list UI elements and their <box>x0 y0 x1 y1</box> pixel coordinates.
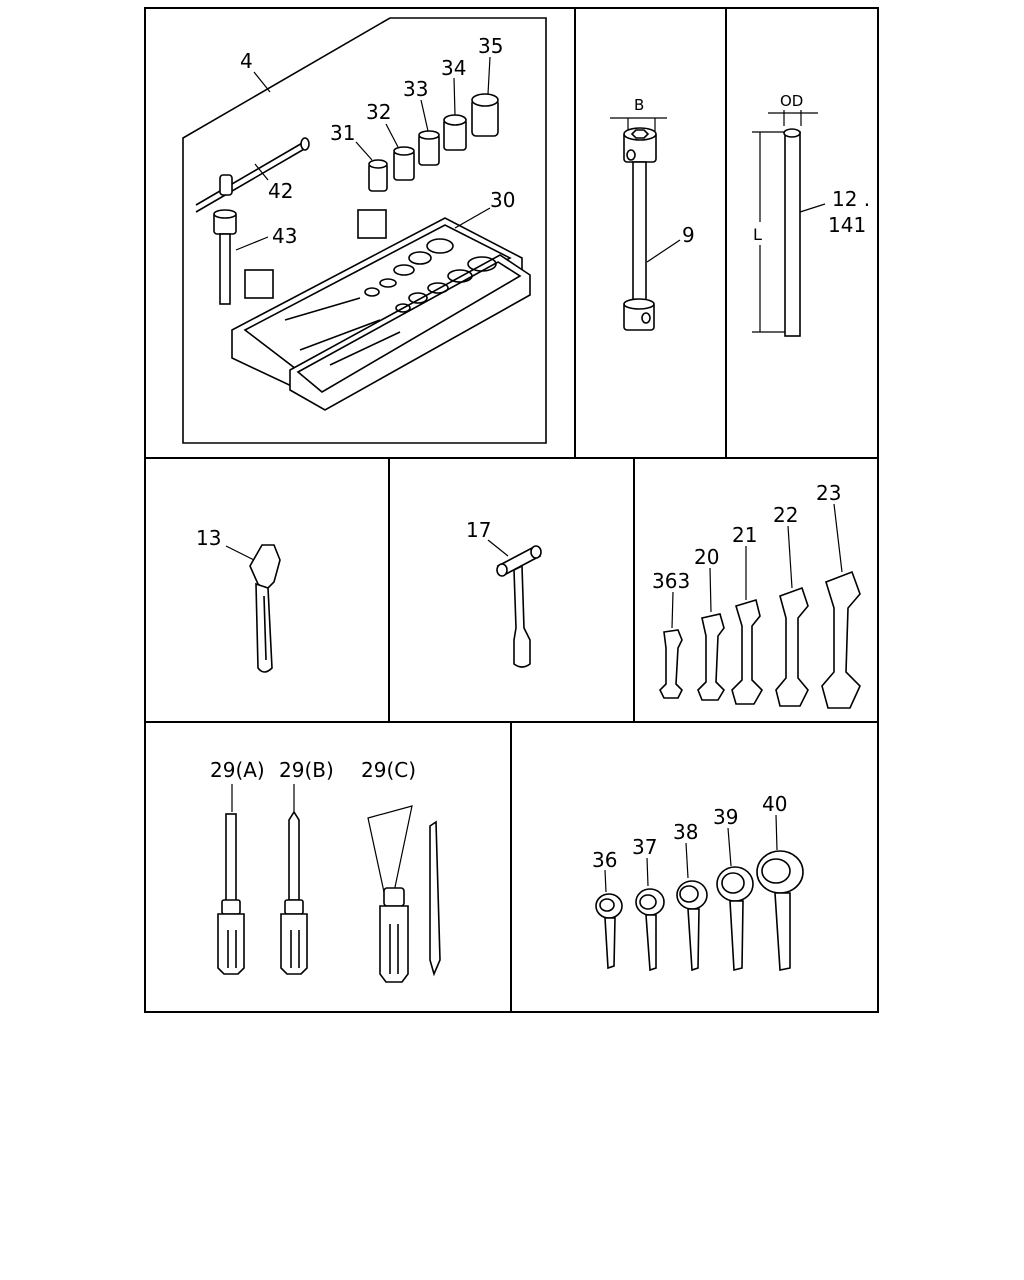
label-23: 23 <box>816 481 841 505</box>
socket-kit-panel: 4 31 32 33 34 <box>182 17 547 444</box>
label-30: 30 <box>490 188 515 212</box>
screwdriver-c <box>367 805 441 983</box>
label-42: 42 <box>268 179 293 203</box>
wrench-set-panel: 363 20 21 22 23 <box>652 481 861 709</box>
label-32: 32 <box>366 100 391 124</box>
tbar-handle <box>195 137 310 213</box>
label-13: 13 <box>196 526 221 550</box>
ring-36 <box>595 893 623 970</box>
kit-label: 4 <box>240 49 253 73</box>
socket-35 <box>471 56 499 137</box>
dim-l: L <box>753 225 762 244</box>
socket-34 <box>443 77 467 151</box>
label-21: 21 <box>732 523 757 547</box>
label-39: 39 <box>713 805 738 829</box>
extension-bar <box>213 209 269 305</box>
label-34: 34 <box>441 56 466 80</box>
ring-40 <box>756 850 804 971</box>
dim-b: B <box>634 96 644 114</box>
wrench-23 <box>821 570 861 709</box>
wrench-22 <box>775 586 809 707</box>
dim-od: OD <box>780 92 803 110</box>
socket-32 <box>385 123 415 181</box>
label-363: 363 <box>652 569 690 593</box>
label-43: 43 <box>272 224 297 248</box>
screwdriver-a <box>217 784 245 975</box>
label-38: 38 <box>673 820 698 844</box>
ring-39 <box>716 866 754 972</box>
hammer-panel: 17 <box>466 518 542 668</box>
rod-panel: OD L 12 . 141 <box>752 92 870 337</box>
ring-38 <box>676 880 708 972</box>
wrench-21 <box>731 598 763 705</box>
label-40: 40 <box>762 792 787 816</box>
adjustable-wrench-panel: 13 <box>196 526 281 673</box>
screwdriver-panel: 29(A) 29(B) 29(C) <box>210 758 441 983</box>
box-wrench-panel: B 9 <box>610 96 695 331</box>
label-31: 31 <box>330 121 355 145</box>
wrench-363 <box>659 629 683 699</box>
label-33: 33 <box>403 77 428 101</box>
socket-33 <box>418 99 440 166</box>
label-29c: 29(C) <box>361 758 416 782</box>
label-22: 22 <box>773 503 798 527</box>
ring-37 <box>635 888 665 972</box>
wrench-20 <box>697 613 726 701</box>
label-141: 141 <box>828 213 866 237</box>
panel-frames <box>144 7 879 1013</box>
socket-case <box>231 207 531 411</box>
label-37: 37 <box>632 835 657 859</box>
label-12: 12 . <box>832 187 870 211</box>
screwdriver-b <box>280 784 308 975</box>
label-29a: 29(A) <box>210 758 265 782</box>
label-36: 36 <box>592 848 617 872</box>
label-9: 9 <box>682 223 695 247</box>
label-17: 17 <box>466 518 491 542</box>
ring-spanner-panel: 36 37 38 39 40 <box>592 792 804 972</box>
label-35: 35 <box>478 34 503 58</box>
label-20: 20 <box>694 545 719 569</box>
label-29b: 29(B) <box>279 758 334 782</box>
socket-31 <box>355 141 388 192</box>
